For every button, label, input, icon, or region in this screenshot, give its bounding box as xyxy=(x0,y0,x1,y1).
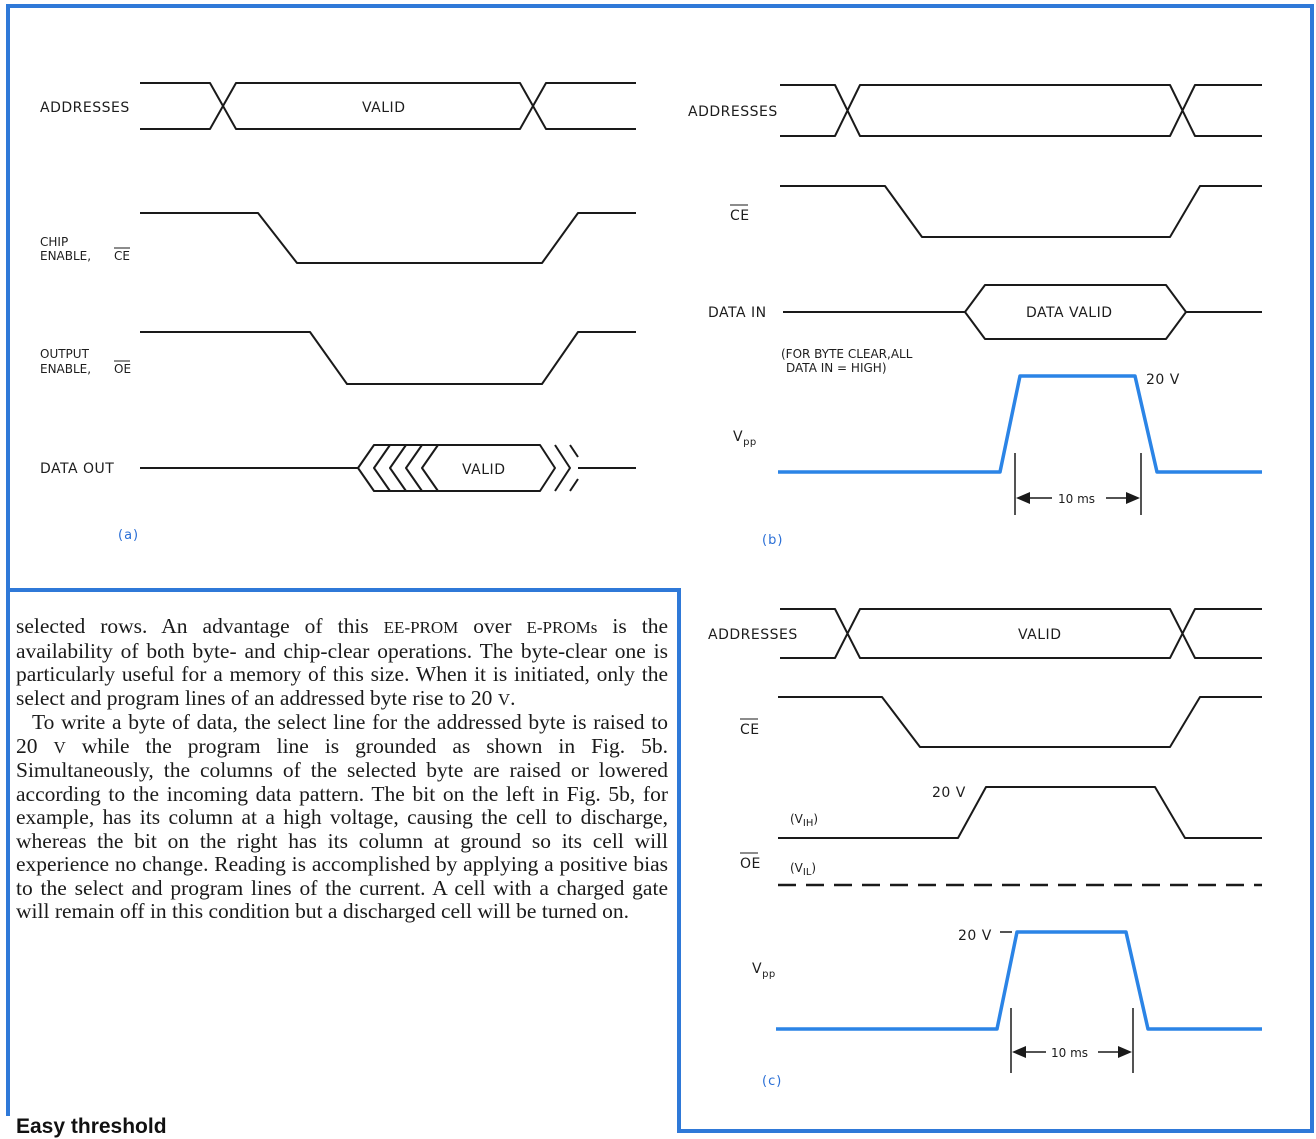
fig-a-valid-label: VALID xyxy=(362,100,405,116)
paragraph-1: selected rows. An advantage of this EE-P… xyxy=(16,614,668,710)
fig-b-data-in-label: DATA IN xyxy=(708,305,767,321)
fig-b-vpp-label: Vpp xyxy=(733,429,757,448)
fig-a-addresses-label: ADDRESSES xyxy=(40,100,130,116)
fig-b-note-line-2: DATA IN = HIGH) xyxy=(786,361,887,375)
fig-b-data-in-waveform xyxy=(783,284,1262,340)
figure-frame xyxy=(6,4,1314,1133)
fig-c: ADDRESSES VALID CE 20 V (VIH) OE (VIL) 2… xyxy=(708,608,1262,1089)
fig-b-vpp-trace xyxy=(778,374,1262,474)
fig-b-arrow-left xyxy=(1016,492,1030,504)
fig-c-valid-label: VALID xyxy=(1018,627,1061,643)
fig-b-20v-label: 20 V xyxy=(1146,372,1180,388)
fig-a-enable-label: ENABLE, xyxy=(40,249,91,263)
fig-a-ce-label: CE xyxy=(114,249,130,263)
fig-b-data-valid-label: DATA VALID xyxy=(1026,305,1112,321)
fig-a-oe-label: OE xyxy=(114,362,131,376)
fig-b: ADDRESSES CE DATA IN DATA VALID (FOR BYT… xyxy=(688,84,1262,548)
fig-b-ce-waveform xyxy=(780,185,1262,238)
fig-c-ce-waveform xyxy=(778,696,1262,748)
fig-c-arrow-left xyxy=(1012,1046,1026,1058)
fig-c-oe-label: OE xyxy=(740,856,761,872)
fig-a-enable2-label: ENABLE, xyxy=(40,362,91,376)
fig-c-vil-label: (VIL) xyxy=(790,861,816,878)
fig-a-data-out-label: DATA OUT xyxy=(40,461,114,477)
fig-c-20v-oe-label: 20 V xyxy=(932,785,966,801)
fig-c-vih-label: (VIH) xyxy=(790,812,818,829)
fig-c-arrow-right xyxy=(1118,1046,1132,1058)
fig-b-addresses-bus xyxy=(780,84,1262,137)
fig-a-addresses-bus xyxy=(140,82,636,130)
fig-c-20v-vpp-label: 20 V xyxy=(958,928,992,944)
fig-a-ce-waveform xyxy=(140,212,636,264)
fig-a-caption: (a) xyxy=(118,528,139,543)
fig-b-caption: (b) xyxy=(762,533,783,548)
fig-a-chip-label: CHIP xyxy=(40,235,68,249)
fig-b-ce-label: CE xyxy=(730,208,750,224)
fig-b-addresses-label: ADDRESSES xyxy=(688,104,778,120)
fig-a-data-valid-label: VALID xyxy=(462,462,505,478)
fig-c-10ms-label: 10 ms xyxy=(1051,1046,1088,1060)
fig-a-data-out-waveform xyxy=(140,444,636,492)
paragraph-2: To write a byte of data, the select line… xyxy=(16,710,669,923)
fig-c-oe-waveform xyxy=(778,786,1262,839)
fig-c-vpp-trace xyxy=(776,930,1262,1031)
fig-a-output-label: OUTPUT xyxy=(40,347,90,361)
fig-c-vpp-label: Vpp xyxy=(752,961,776,980)
fig-a-oe-waveform xyxy=(140,331,636,385)
body-text: selected rows. An advantage of this EE-P… xyxy=(16,614,669,924)
fig-b-note-line-1: (FOR BYTE CLEAR,ALL xyxy=(781,347,913,361)
section-heading: Easy threshold xyxy=(16,1115,167,1138)
fig-c-ce-label: CE xyxy=(740,722,760,738)
fig-b-arrow-right xyxy=(1126,492,1140,504)
fig-a: ADDRESSES VALID CHIP ENABLE, CE OUTPUT E… xyxy=(40,82,636,543)
fig-c-caption: (c) xyxy=(762,1074,782,1089)
fig-c-addresses-bus xyxy=(780,608,1262,659)
fig-b-10ms-label: 10 ms xyxy=(1058,492,1095,506)
fig-c-addresses-label: ADDRESSES xyxy=(708,627,798,643)
